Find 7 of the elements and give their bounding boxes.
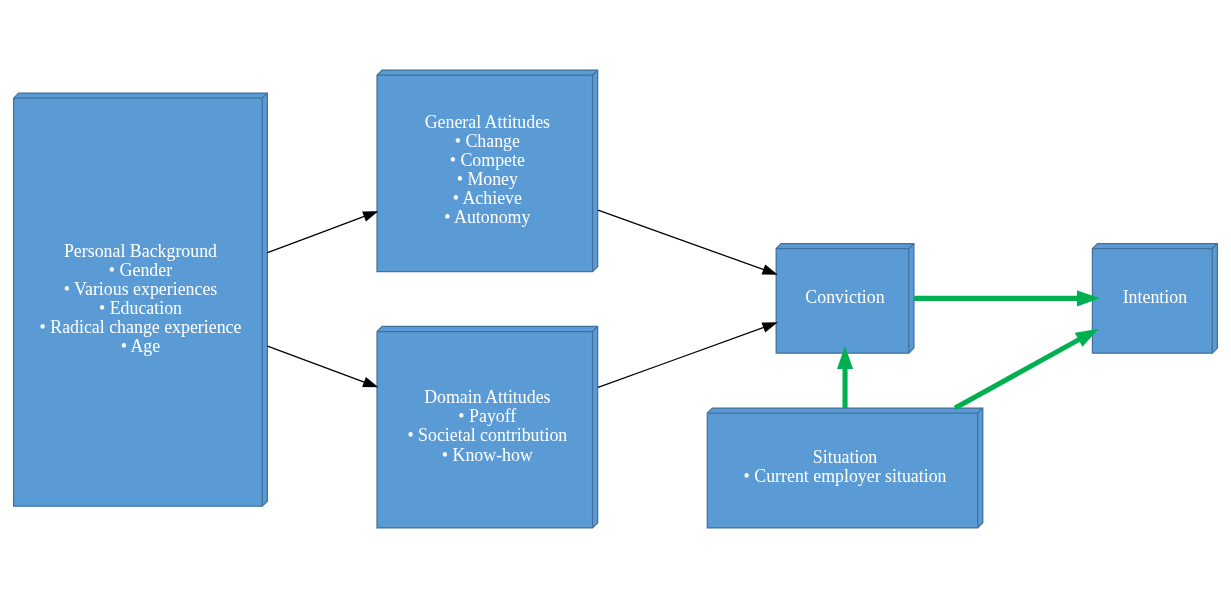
arrow <box>914 289 1100 306</box>
arrow <box>836 345 854 408</box>
arrow <box>266 210 379 253</box>
arrow <box>266 345 379 387</box>
arrow <box>597 209 778 275</box>
arrow <box>597 321 778 388</box>
arrow <box>953 328 1099 410</box>
